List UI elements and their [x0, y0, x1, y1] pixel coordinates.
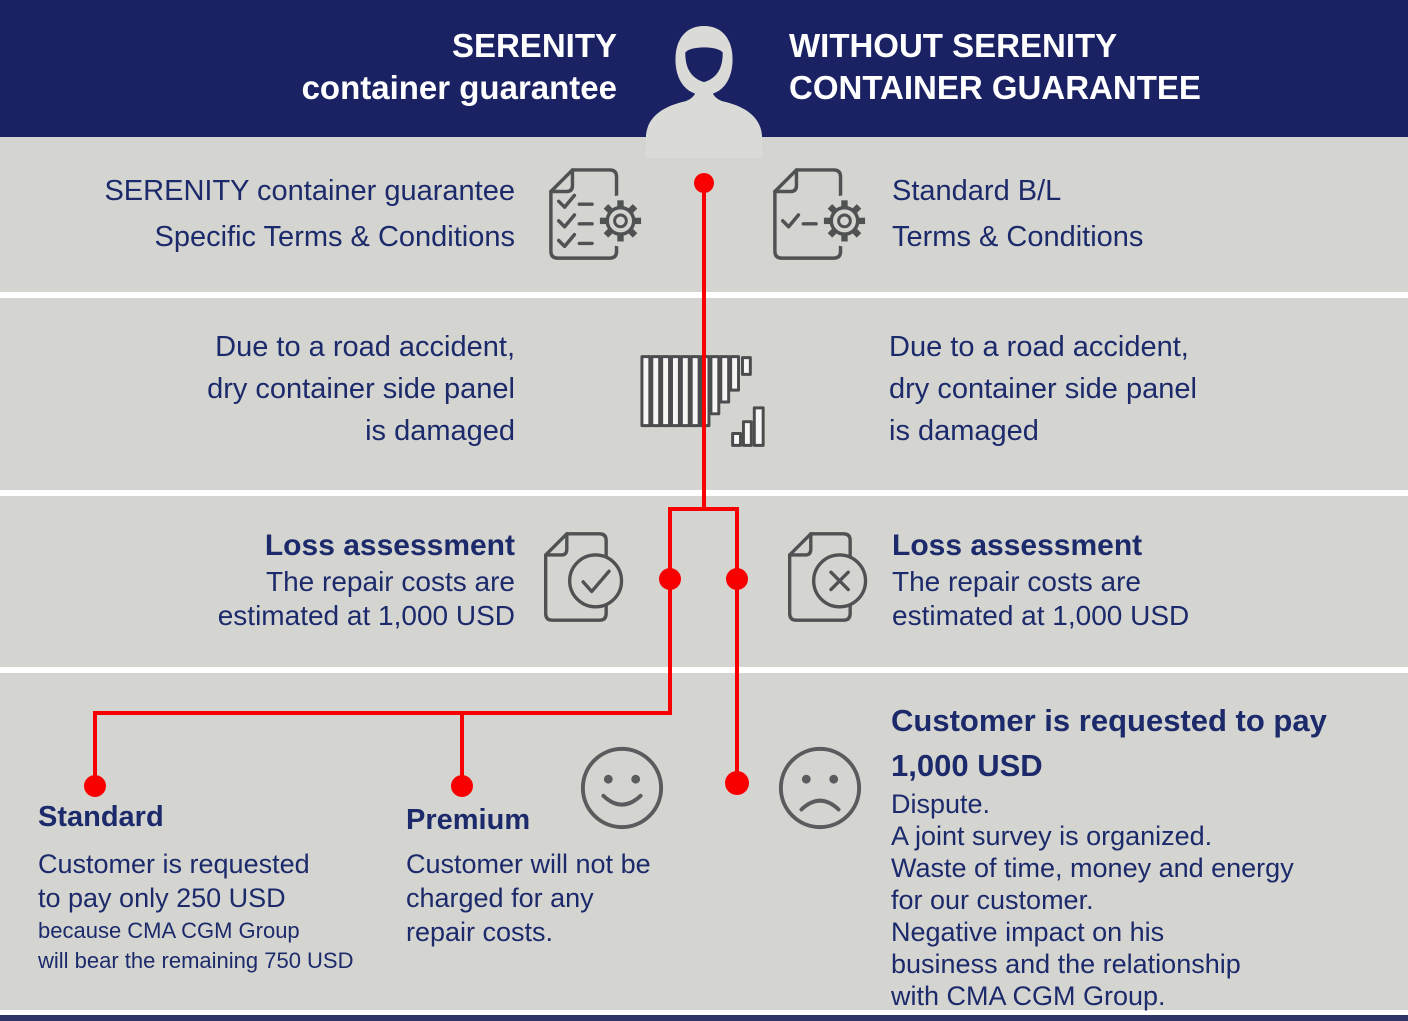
smiley-face-icon: [580, 746, 664, 830]
without-line6: business and the relationship: [891, 949, 1241, 979]
premium-line2: charged for any: [406, 883, 594, 913]
premium-option-title: Premium: [406, 804, 531, 836]
row-loss-assessment: [0, 496, 1408, 667]
loss-assessment-text-right: Loss assessment The repair costs are est…: [892, 527, 1189, 633]
without-line5: Negative impact on his: [891, 917, 1165, 947]
accident-text-left: Due to a road accident, dry container si…: [207, 326, 515, 452]
without-outcome-text: Customer is requested to pay 1,000 USD D…: [891, 698, 1327, 1012]
damaged-container-icon: [640, 355, 765, 447]
standard-line2: to pay only 250 USD: [38, 883, 286, 913]
without-title-line1: WITHOUT SERENITY: [789, 27, 1118, 64]
serenity-title: SERENITY container guarantee: [302, 25, 617, 109]
without-serenity-title: WITHOUT SERENITY CONTAINER GUARANTEE: [789, 25, 1201, 109]
terms-document-gear-icon: [549, 168, 646, 260]
standard-small-line1: because CMA CGM Group: [38, 918, 300, 943]
person-icon: [645, 25, 763, 158]
accident-left-line2: dry container side panel: [207, 373, 515, 405]
loss-assessment-check-icon: [544, 532, 624, 622]
without-line3: Waste of time, money and energy: [891, 853, 1294, 883]
bottom-bar: [0, 1015, 1408, 1021]
serenity-title-line1: SERENITY: [451, 27, 617, 64]
premium-option-text: Customer will not be charged for any rep…: [406, 847, 651, 949]
loss-assessment-right-line2: estimated at 1,000 USD: [892, 600, 1190, 631]
accident-right-line2: dry container side panel: [889, 373, 1197, 405]
serenity-terms-line2: Specific Terms & Conditions: [154, 221, 515, 253]
accident-left-line3: is damaged: [365, 415, 515, 447]
premium-line1: Customer will not be: [406, 849, 651, 879]
without-line7: with CMA CGM Group.: [891, 981, 1166, 1011]
standard-option-text: Customer is requested to pay only 250 US…: [38, 847, 354, 975]
standard-option-title: Standard: [38, 801, 164, 833]
loss-assessment-right-title: Loss assessment: [892, 529, 1143, 562]
accident-text-right: Due to a road accident, dry container si…: [889, 326, 1197, 452]
serenity-terms-text: SERENITY container guarantee Specific Te…: [104, 168, 515, 260]
serenity-title-line2: container guarantee: [301, 69, 617, 106]
loss-assessment-x-icon: [788, 532, 868, 622]
accident-right-line3: is damaged: [889, 415, 1039, 447]
standard-line1: Customer is requested: [38, 849, 310, 879]
loss-assessment-left-title: Loss assessment: [264, 529, 515, 562]
premium-line3: repair costs.: [406, 917, 554, 947]
without-line2: A joint survey is organized.: [891, 821, 1213, 851]
loss-assessment-right-line1: The repair costs are: [892, 566, 1141, 597]
accident-left-line1: Due to a road accident,: [215, 331, 515, 363]
without-line1: Dispute.: [891, 789, 991, 819]
without-big-line2: 1,000 USD: [891, 748, 1043, 783]
standard-bl-line2: Terms & Conditions: [892, 221, 1144, 253]
without-title-line2: CONTAINER GUARANTEE: [789, 69, 1201, 106]
without-line4: for our customer.: [891, 885, 1094, 915]
without-big-line1: Customer is requested to pay: [891, 703, 1327, 738]
standard-small-line2: will bear the remaining 750 USD: [38, 948, 354, 973]
accident-right-line1: Due to a road accident,: [889, 331, 1189, 363]
standard-bl-document-gear-icon: [773, 168, 870, 260]
sad-face-icon: [778, 746, 862, 830]
serenity-terms-line1: SERENITY container guarantee: [104, 175, 515, 207]
loss-assessment-text-left: Loss assessment The repair costs are est…: [218, 527, 515, 633]
standard-bl-line1: Standard B/L: [892, 175, 1062, 207]
standard-bl-text: Standard B/L Terms & Conditions: [892, 168, 1143, 260]
loss-assessment-left-line2: estimated at 1,000 USD: [217, 600, 515, 631]
loss-assessment-left-line1: The repair costs are: [266, 566, 515, 597]
